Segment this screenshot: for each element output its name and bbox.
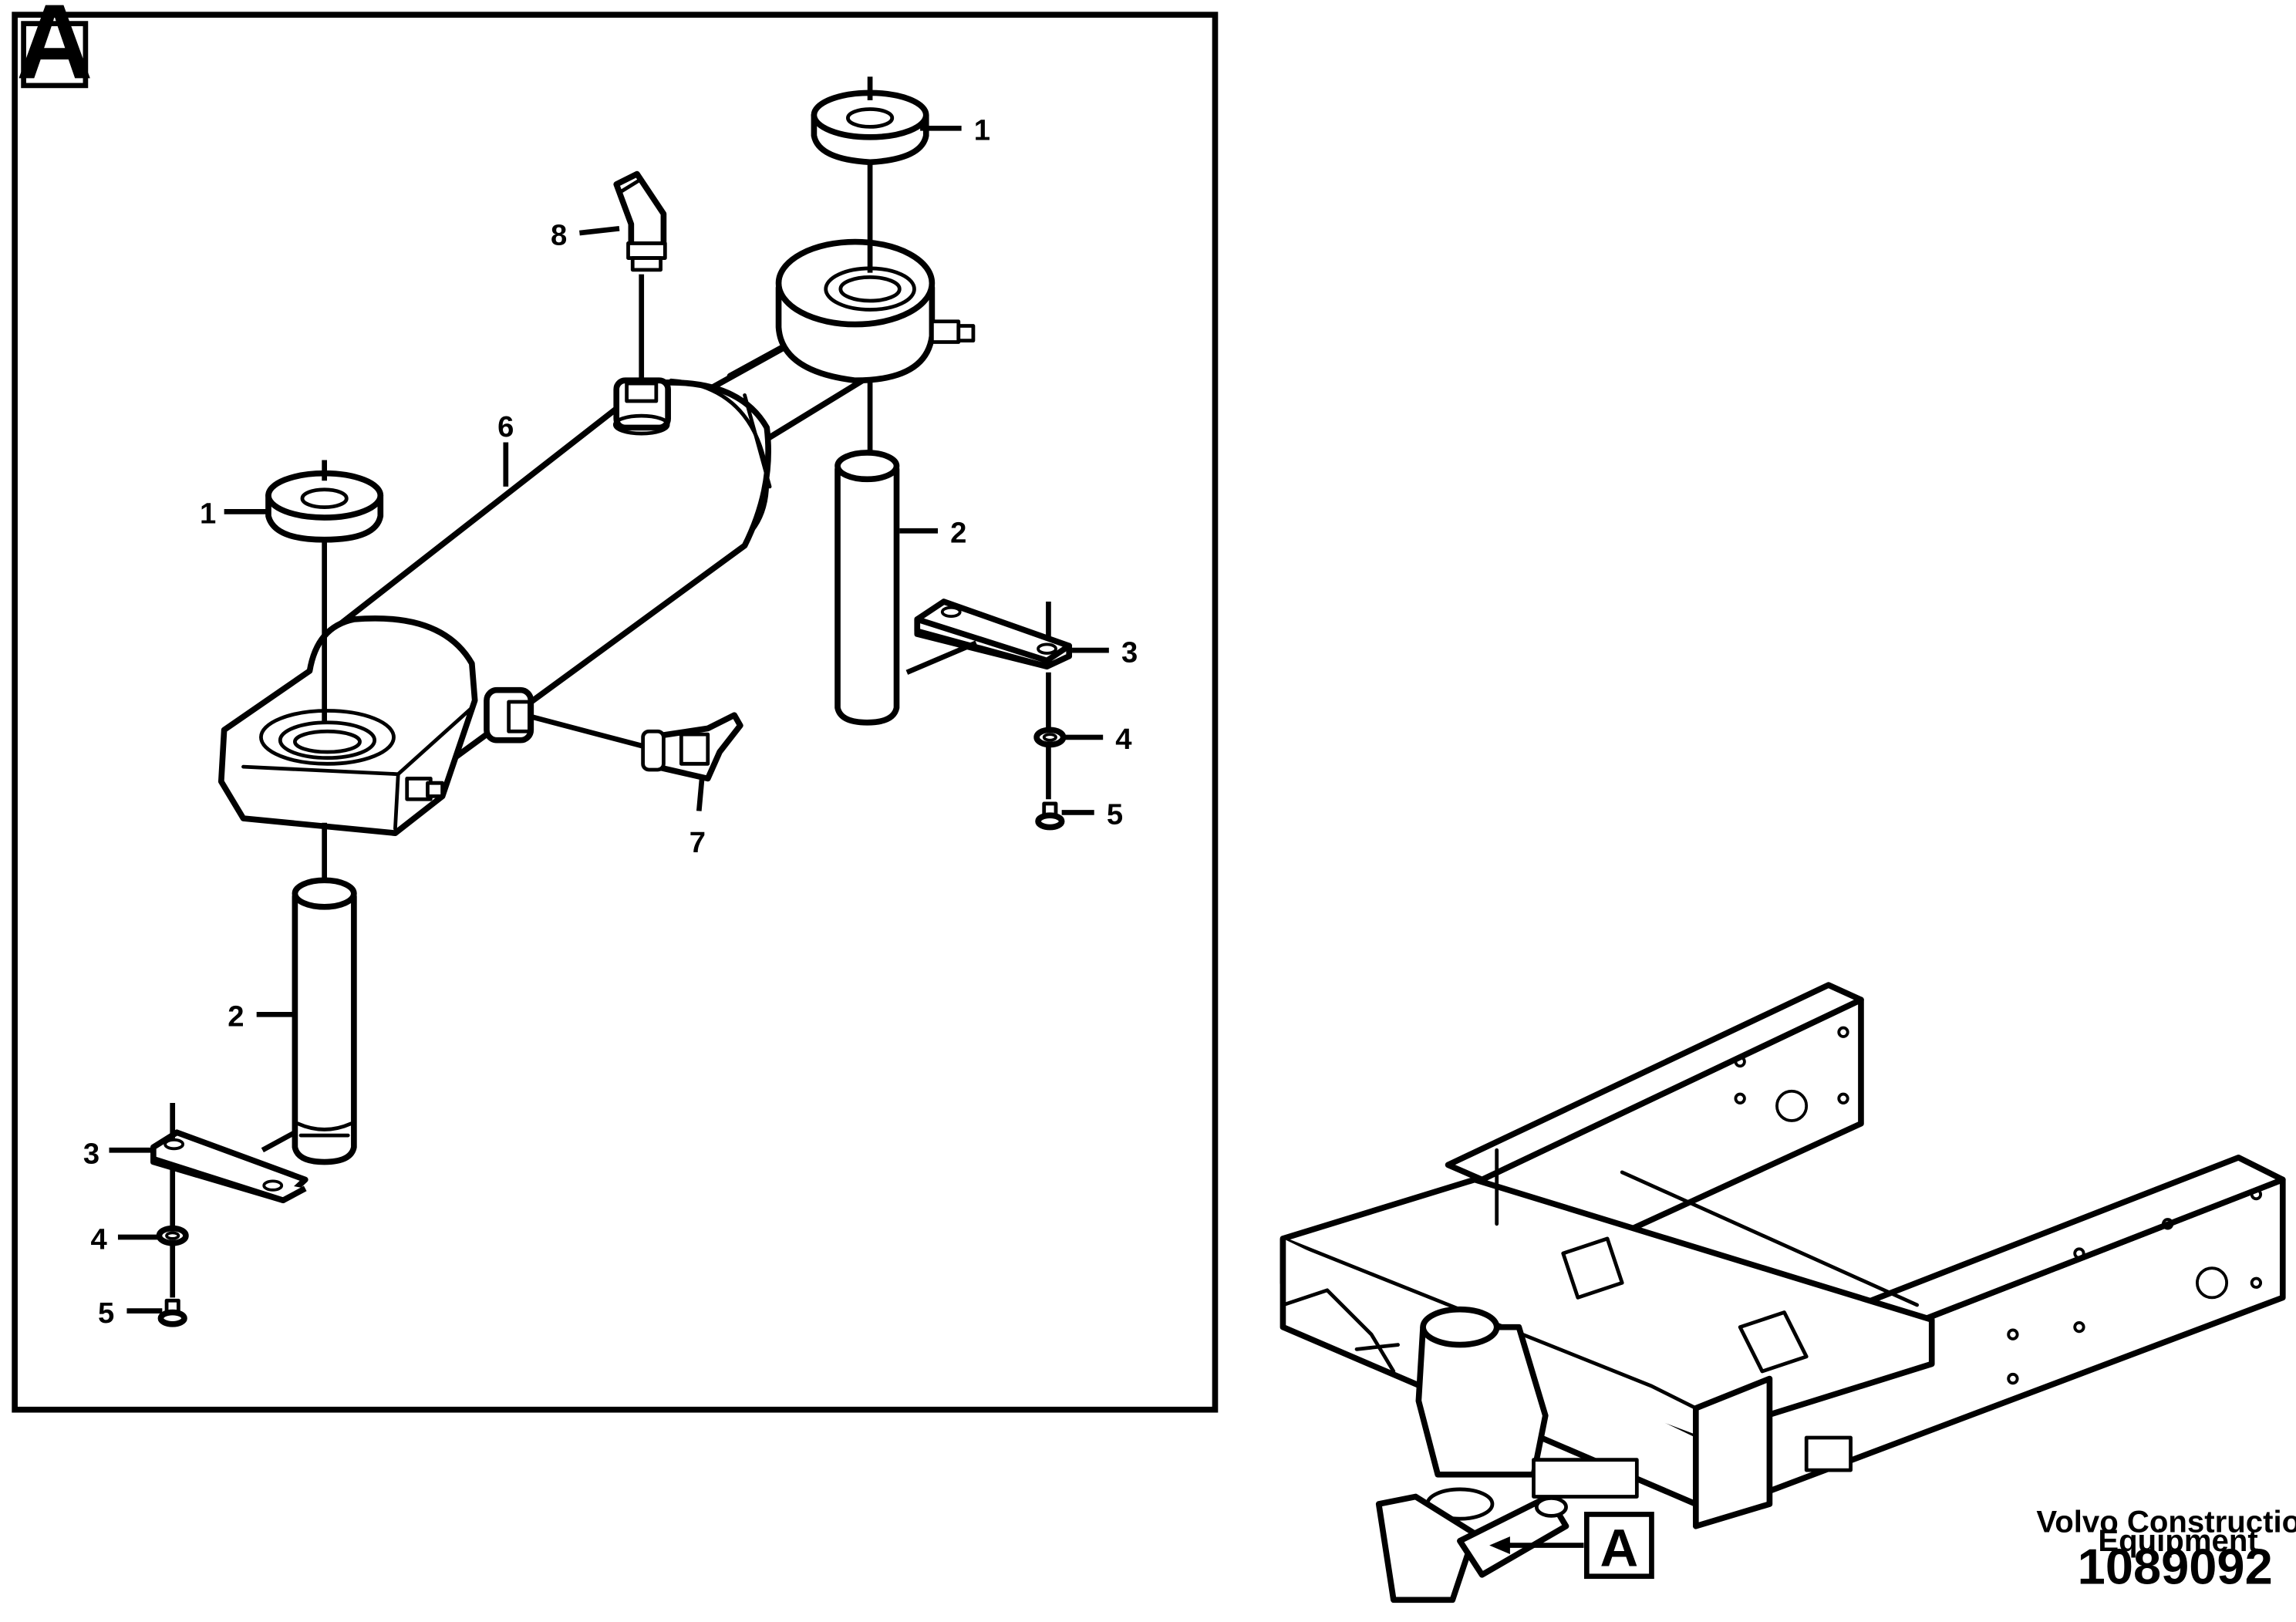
callout-1-top-right: 1 <box>974 114 990 147</box>
pin-left <box>292 877 357 1165</box>
overview-view: A <box>1279 982 2286 1603</box>
pin-right <box>834 450 900 726</box>
rail-holes <box>1734 1026 2263 1385</box>
callout-8: 8 <box>551 218 567 251</box>
detail-frame-label: A <box>16 0 93 101</box>
articulation-joint <box>1281 1236 1809 1603</box>
callout-1-left: 1 <box>200 497 216 531</box>
detail-frame <box>12 12 1219 1413</box>
callout-5-right: 5 <box>1107 798 1123 831</box>
brand-line-1: Volvo Construction <box>2036 1504 2296 1539</box>
callout-3-left: 3 <box>83 1137 99 1170</box>
overview-reference-box <box>1583 1512 1654 1580</box>
lock-washer-left <box>156 1225 189 1246</box>
elbow-fitting-upper <box>613 170 667 272</box>
elbow-fitting-lower <box>641 712 743 782</box>
screw-left <box>157 1298 187 1327</box>
callout-2-left: 2 <box>228 1000 244 1034</box>
spherical-washer-left <box>265 470 384 543</box>
lock-plate-left <box>150 1129 308 1204</box>
detail-frame-label-box <box>21 21 89 89</box>
spherical-washer-top <box>811 89 929 166</box>
lock-washer-right <box>1033 727 1067 748</box>
lock-plate-right <box>914 599 1073 669</box>
callout-2-right: 2 <box>950 517 966 550</box>
brand-line-2: Equipment <box>2098 1523 2257 1558</box>
screw-right <box>1035 801 1065 831</box>
callout-4-right: 4 <box>1115 723 1132 756</box>
callout-4-left: 4 <box>90 1222 107 1256</box>
callout-5-left: 5 <box>98 1297 114 1330</box>
steering-cylinder <box>217 238 976 837</box>
callout-6: 6 <box>497 410 514 443</box>
callout-7: 7 <box>689 826 706 859</box>
figure-number: 1089092 <box>2078 1538 2273 1594</box>
detail-view: A <box>12 0 1219 1413</box>
callout-3-right: 3 <box>1121 636 1138 669</box>
overview-reference-label: A <box>1600 1518 1639 1577</box>
footer: Volvo Construction Equipment 1089092 <box>2036 1504 2296 1594</box>
